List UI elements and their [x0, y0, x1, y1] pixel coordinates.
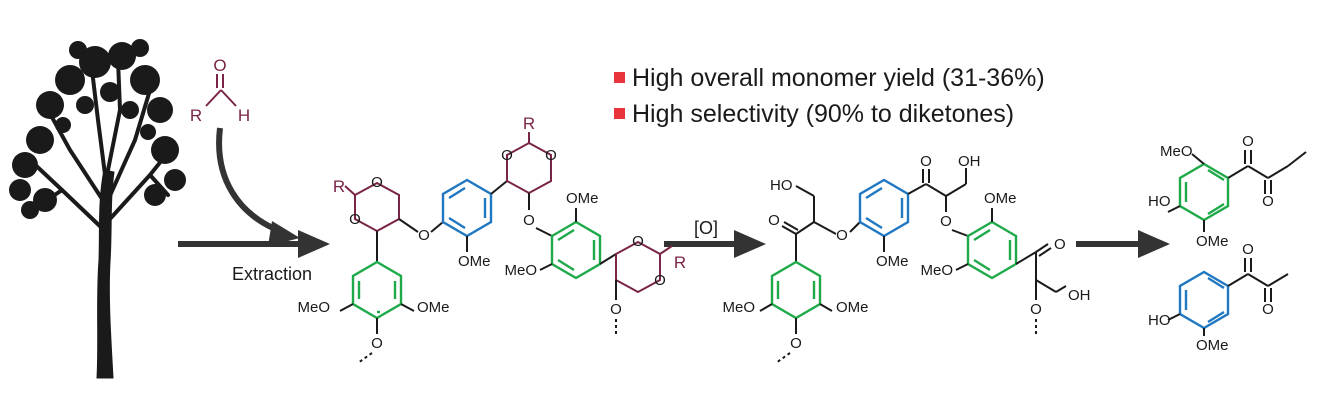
ring-oxygen: O [371, 174, 383, 191]
step-extraction-label: Extraction [232, 264, 312, 284]
methoxy-label: MeO [920, 262, 953, 279]
acetal-r-group: R [523, 114, 535, 133]
oxidized-lignin: HO O O MeO OMe O OMe O [722, 153, 1091, 364]
methoxy-label: OMe [417, 299, 450, 316]
ether-oxygen: O [940, 213, 952, 230]
ring-oxygen: O [654, 272, 666, 289]
methoxy-label: OMe [876, 253, 909, 270]
methoxy-label: MeO [504, 262, 537, 279]
guaiacyl-diketone-product: HO OMe O O [1148, 241, 1289, 354]
ketone-oxygen: O [1242, 241, 1254, 258]
reaction-arrow-icon [1076, 230, 1170, 258]
methoxy-label: OMe [1196, 233, 1229, 250]
hydroxyl-label: HO [770, 177, 793, 194]
methoxy-label: OMe [836, 299, 869, 316]
carbonyl-oxygen: O [213, 56, 226, 75]
hydroxyl-label: HO [1148, 193, 1171, 210]
tree-icon [9, 39, 186, 379]
hydroxyl-label: HO [1148, 312, 1171, 329]
reaction-arrow-icon [664, 230, 766, 258]
reagent-r-group: R [190, 106, 202, 125]
ring-oxygen: O [545, 147, 557, 164]
step-oxidation-label: [O] [694, 218, 718, 238]
syringyl-diketone-product: MeO HO OMe O O [1148, 133, 1307, 250]
ketone-oxygen: O [1262, 301, 1274, 318]
acetal-r-group: R [333, 177, 345, 196]
ring-oxygen: O [632, 233, 644, 250]
hydroxyl-label: OH [958, 153, 981, 170]
methoxy-label: OMe [984, 190, 1017, 207]
methoxy-label: OMe [1196, 337, 1229, 354]
square-bullet-icon [614, 108, 625, 119]
aldehyde-reagent: O R H [190, 56, 250, 125]
ether-oxygen: O [523, 212, 535, 229]
methoxy-label: OMe [458, 253, 491, 270]
ketone-oxygen: O [768, 212, 780, 229]
methoxy-label: MeO [722, 299, 755, 316]
ether-oxygen: O [610, 301, 622, 318]
ring-oxygen: O [349, 211, 361, 228]
ketone-oxygen: O [920, 153, 932, 170]
highlight-selectivity: High selectivity (90% to diketones) [632, 100, 1014, 128]
ketone-oxygen: O [1054, 236, 1066, 253]
reaction-arrow-icon [178, 230, 330, 258]
ring-oxygen: O [501, 147, 513, 164]
ether-oxygen: O [1030, 301, 1042, 318]
ketone-oxygen: O [1242, 133, 1254, 150]
ketone-oxygen: O [1262, 193, 1274, 210]
methoxy-label: OMe [566, 190, 599, 207]
aryl-ether-oxygen: O [371, 335, 383, 352]
aldehyde-hydrogen: H [238, 106, 250, 125]
highlight-list: High overall monomer yield (31-36%) High… [614, 64, 1045, 128]
curved-arrow-icon [216, 127, 300, 246]
ether-oxygen: O [418, 227, 430, 244]
highlight-monomer-yield: High overall monomer yield (31-36%) [632, 64, 1045, 92]
square-bullet-icon [614, 72, 625, 83]
methoxy-label: MeO [1160, 143, 1193, 160]
acetal-protected-lignin: R O O O MeO OMe O OMe O O R O [297, 114, 686, 364]
aryl-ether-oxygen: O [790, 335, 802, 352]
acetal-r-group: R [674, 253, 686, 272]
ether-oxygen: O [836, 227, 848, 244]
methoxy-label: MeO [297, 299, 330, 316]
hydroxyl-label: OH [1068, 287, 1091, 304]
